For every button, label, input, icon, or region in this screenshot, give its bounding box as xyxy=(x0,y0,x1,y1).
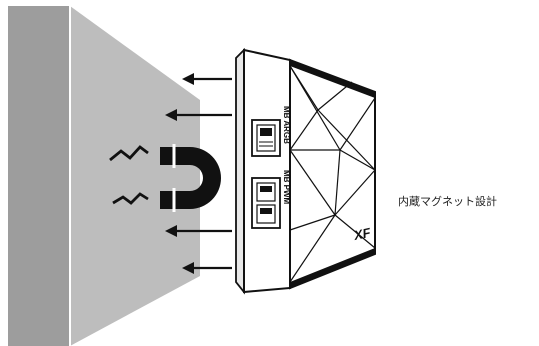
wall xyxy=(8,6,200,346)
wall-front-face xyxy=(8,6,70,346)
feature-caption: 内蔵マグネット設計 xyxy=(398,195,497,208)
magnetic-field-icon xyxy=(109,145,149,205)
port-label-argb: MB ARGB xyxy=(282,106,291,144)
arrow-icon xyxy=(182,73,232,85)
argb-port xyxy=(251,119,281,157)
arrow-icon xyxy=(182,262,232,274)
wall-side-face xyxy=(70,6,200,346)
pwm-port xyxy=(251,177,281,229)
controller-device: MB ARGB MB PWM XF xyxy=(235,47,376,295)
geometric-pattern xyxy=(289,65,376,283)
attraction-arrows xyxy=(165,73,232,274)
arrow-icon xyxy=(165,109,232,121)
horseshoe-magnet-icon xyxy=(160,144,221,212)
arrow-icon xyxy=(165,225,232,237)
brand-logo: XF xyxy=(352,225,373,244)
port-label-pwm: MB PWM xyxy=(282,170,291,205)
